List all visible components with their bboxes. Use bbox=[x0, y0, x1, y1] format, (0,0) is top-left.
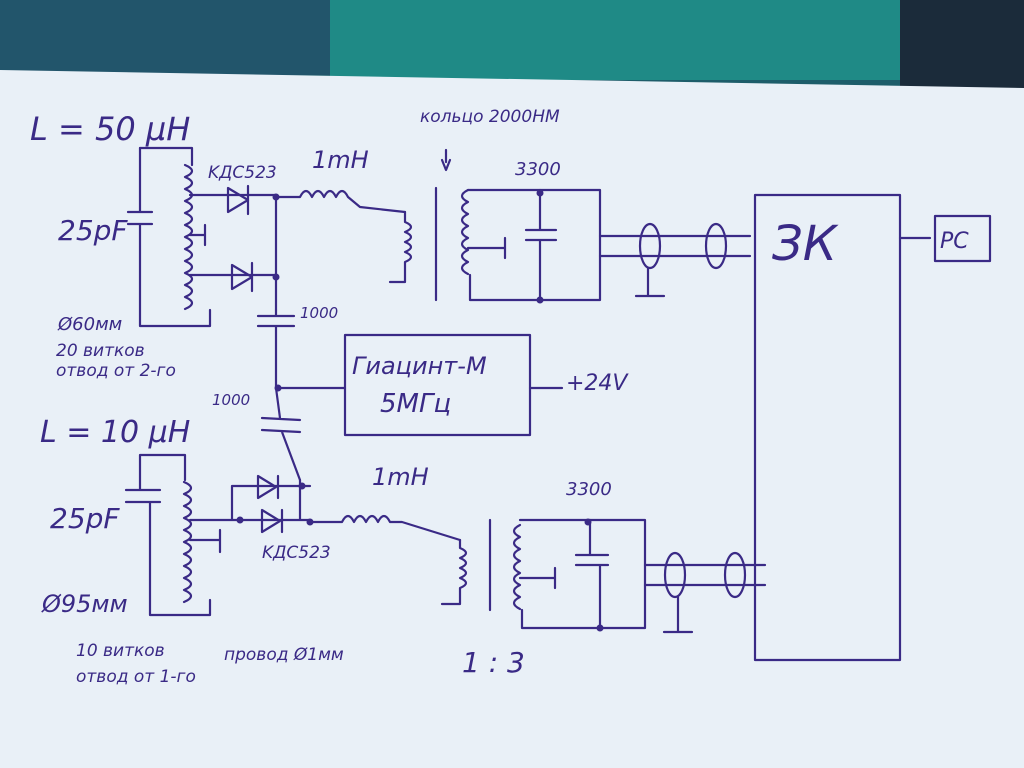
power-label: +24V bbox=[566, 371, 629, 396]
bottom-tuning-cap-label: 3300 bbox=[566, 479, 612, 500]
top-tuning-cap-label: 3300 bbox=[515, 159, 561, 180]
top-coil-note-1: Ø60мм bbox=[57, 314, 122, 335]
background-cloth-dark bbox=[0, 0, 330, 75]
bottom-antenna-circuit bbox=[124, 453, 767, 634]
paper-sheet bbox=[0, 70, 1024, 768]
bottom-coil-note-3: провод Ø1мм bbox=[224, 645, 344, 665]
top-coil-note-3: отвод от 2-го bbox=[56, 361, 176, 381]
bottom-inductance-label: L = 10 μH bbox=[40, 415, 190, 450]
background-cloth-right bbox=[900, 0, 1024, 90]
pc-block bbox=[933, 214, 992, 263]
ring-label: кольцо 2000НМ bbox=[420, 107, 560, 127]
bottom-coil-note-2: 10 витков bbox=[76, 641, 165, 661]
generator-label-line2: 5МГц bbox=[380, 389, 451, 419]
bottom-choke-label: 1mH bbox=[372, 463, 429, 491]
cap-top-label: 1000 bbox=[300, 304, 338, 322]
receiver-block bbox=[753, 193, 902, 662]
top-coil-note-2: 20 витков bbox=[56, 341, 145, 361]
top-capacitor-label: 25pF bbox=[58, 214, 128, 247]
generator-section bbox=[256, 308, 564, 482]
pc-label: PC bbox=[940, 229, 969, 254]
top-diode-label: KДC523 bbox=[208, 163, 277, 183]
cap-bottom-label: 1000 bbox=[212, 391, 250, 409]
bottom-coil-note-4: отвод от 1-го bbox=[76, 667, 196, 687]
top-antenna-circuit bbox=[126, 146, 752, 328]
bottom-diode-label: KДC523 bbox=[262, 543, 331, 563]
top-inductance-label: L = 50 μH bbox=[30, 110, 190, 148]
bottom-capacitor-label: 25pF bbox=[50, 502, 120, 535]
ratio-label: 1 : 3 bbox=[462, 646, 525, 679]
top-choke-label: 1mH bbox=[312, 146, 369, 174]
generator-block bbox=[343, 333, 532, 437]
generator-label-line1: Гиацинт-М bbox=[352, 352, 487, 380]
bottom-coil-note-1: Ø95мм bbox=[41, 590, 128, 618]
receiver-label: ЗК bbox=[772, 216, 839, 272]
background-cloth-teal bbox=[330, 0, 930, 80]
